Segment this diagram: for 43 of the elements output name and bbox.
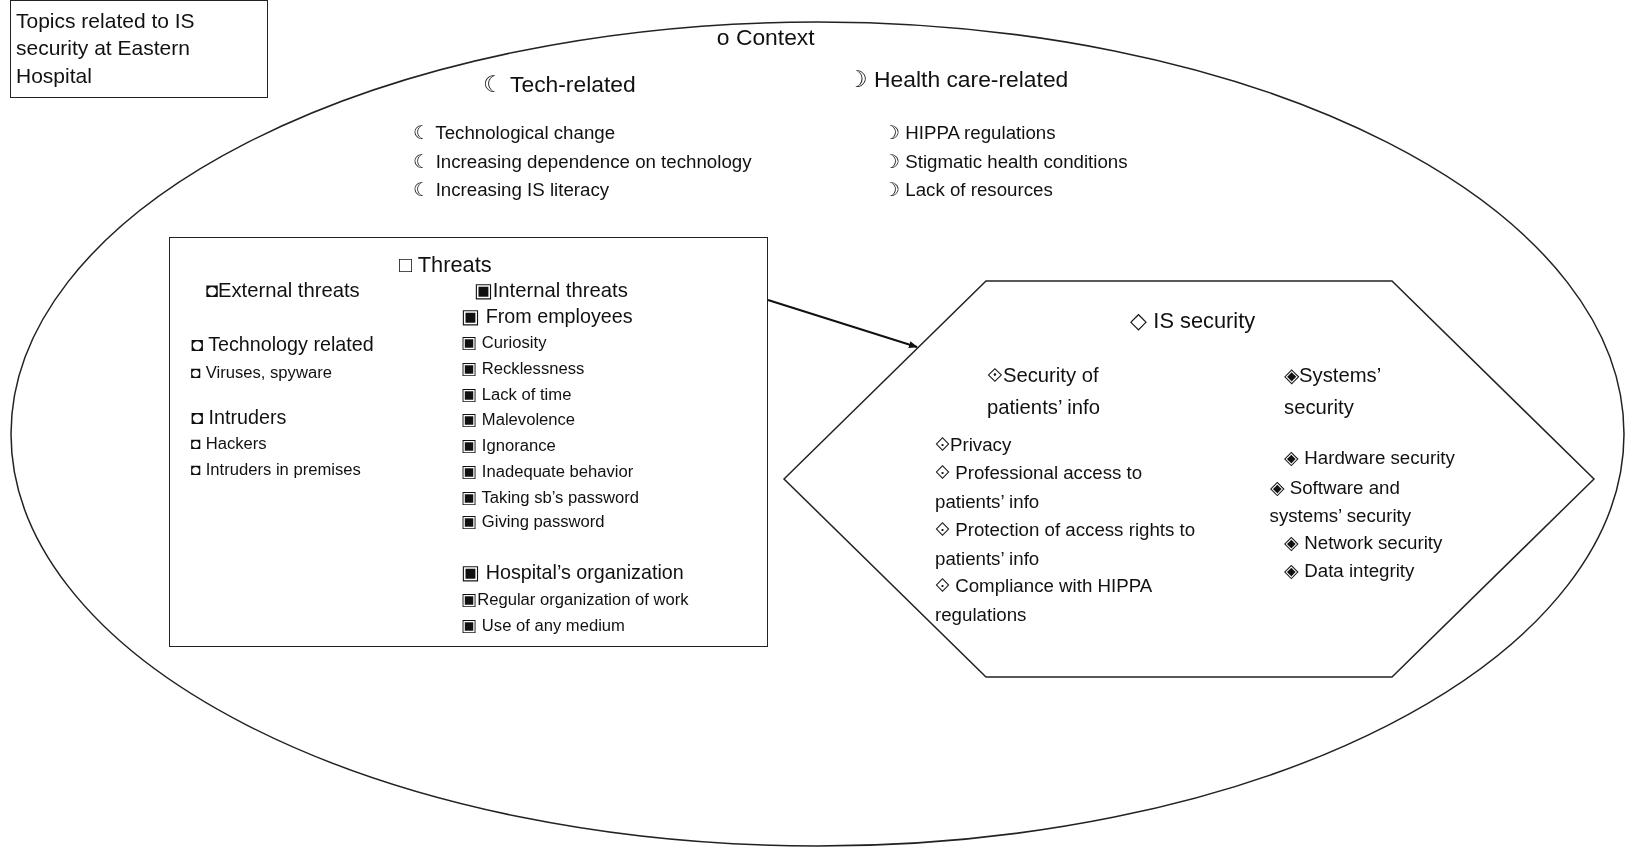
subheading: ⟐Security of patients’ info xyxy=(986,363,1101,420)
list-item: ☽ Lack of resources xyxy=(883,177,1053,202)
list-item: ◘ Viruses, spyware xyxy=(191,362,332,385)
list-item: ▣ Giving password xyxy=(461,511,605,534)
list-item: ◈ Data integrity xyxy=(1284,559,1415,584)
list-item: ◈ Network security xyxy=(1284,531,1443,556)
list-item: ▣ Malevolence xyxy=(461,409,576,432)
list-item: ▣ Lack of time xyxy=(461,384,572,407)
heading: ◇ IS security xyxy=(1130,307,1256,336)
list-item: ◘ Technology related xyxy=(191,332,374,358)
list-item: ▣ Recklessness xyxy=(461,358,585,381)
list-item: ▣Regular organization of work xyxy=(461,588,689,611)
list-item: ◘ Intruders xyxy=(191,405,287,431)
subheading: ☽ Health care-related xyxy=(846,65,1069,95)
heading: o Context xyxy=(716,22,815,52)
list-item: ☾ Increasing IS literacy xyxy=(413,177,610,202)
subheading: ▣Internal threats xyxy=(473,278,628,304)
heading: □ Threats xyxy=(398,251,492,279)
list-item: ▣ Ignorance xyxy=(461,435,556,458)
list-item: ▣ From employees xyxy=(461,304,633,330)
list-item: ☾ Technological change xyxy=(413,121,616,146)
list-item: ☾ Increasing dependence on technology xyxy=(413,149,752,174)
list-item: ⟐ Compliance with HIPPA regulations xyxy=(935,574,1153,628)
list-item: ☽ Stigmatic health conditions xyxy=(883,149,1128,174)
list-item: ◈ Software and systems’ security xyxy=(1269,476,1413,529)
list-item: ▣ Taking sb’s password xyxy=(461,487,640,510)
list-item: ◈ Hardware security xyxy=(1284,446,1455,471)
threats-box xyxy=(169,237,768,647)
list-item: ▣ Hospital’s organization xyxy=(461,559,684,585)
list-item: ⟐ Protection of access rights to patients’ info xyxy=(935,518,1197,572)
list-item: ◘ Hackers xyxy=(191,433,267,456)
list-item: ◘ Intruders in premises xyxy=(191,459,361,482)
list-item: ▣ Inadequate behavior xyxy=(461,461,634,484)
list-item: ⟐Privacy xyxy=(935,432,1012,457)
subheading: ☾ Tech-related xyxy=(483,69,636,99)
title-box: Topics related to IS security at Eastern Hospital xyxy=(10,0,268,98)
arrow xyxy=(767,299,918,348)
list-item: ▣ Curiosity xyxy=(461,332,547,355)
list-item: ⟐ Professional access to patients’ info xyxy=(935,461,1144,515)
list-item: ☽ HIPPA regulations xyxy=(883,121,1056,146)
subheading: ◈Systems’ security xyxy=(1284,363,1382,420)
subheading: ◘External threats xyxy=(205,278,360,304)
list-item: ▣ Use of any medium xyxy=(461,614,625,637)
